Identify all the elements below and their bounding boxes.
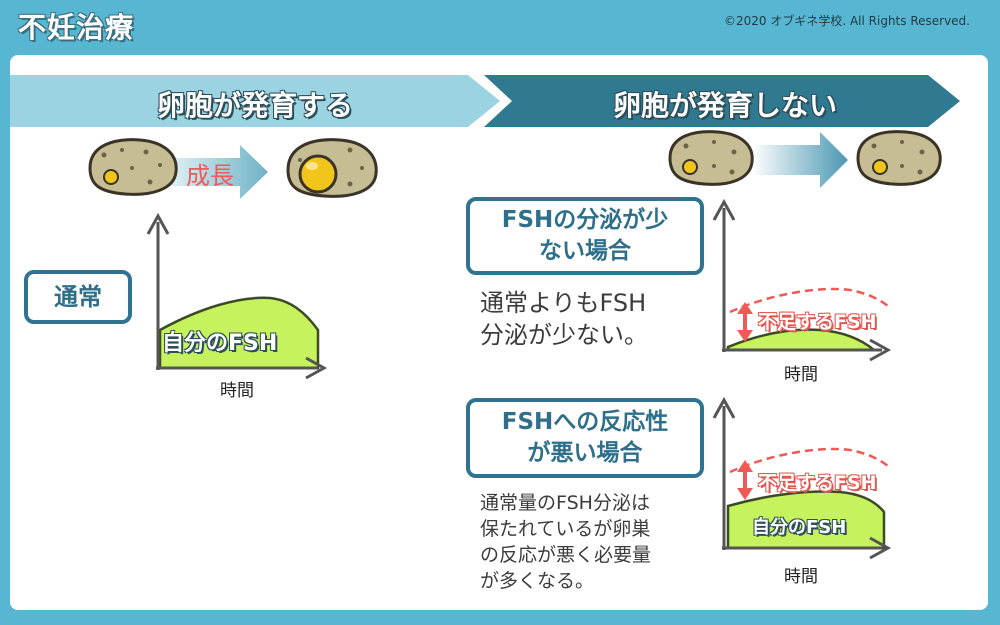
right-banner-text: 卵胞が発育しない xyxy=(612,89,837,122)
case2-desc-line3: の反応が悪く必要量 xyxy=(480,544,652,566)
case2-desc-line1: 通常量のFSH分泌は xyxy=(480,492,650,514)
case2-title-line2: が悪い場合 xyxy=(527,440,643,466)
no-growth-arrow xyxy=(752,132,848,188)
normal-case-label: 通常 xyxy=(54,283,102,311)
deficit-fsh-label: 不足するFSH xyxy=(758,472,877,494)
copyright-text: ©2020 オブギネ学校. All Rights Reserved. xyxy=(723,14,970,28)
egg-grown-follicle-icon xyxy=(286,138,378,198)
case2-desc-line4: が多くなる。 xyxy=(480,570,595,592)
low-response-case-box: FSHへの反応性 が悪い場合 xyxy=(466,398,704,478)
egg-small-follicle-icon xyxy=(88,138,178,196)
normal-fsh-area xyxy=(158,296,320,370)
growth-label: 成長 xyxy=(186,162,234,190)
case1-desc-line2: 分泌が少ない。 xyxy=(480,321,648,349)
case1-title-line2: ない場合 xyxy=(539,238,631,264)
low-response-graph xyxy=(712,396,892,560)
low-secretion-graph xyxy=(712,198,892,362)
normal-fsh-graph xyxy=(146,212,328,380)
low-secretion-case-box: FSHの分泌が少 ない場合 xyxy=(466,197,704,275)
deficit-double-arrow-icon xyxy=(737,460,753,500)
low-fsh-area xyxy=(726,328,878,352)
case1-description: 通常よりもFSH 分泌が少ない。 xyxy=(480,287,648,351)
time-axis-label: 時間 xyxy=(784,365,818,385)
case2-desc-line2: 保たれているが卵巣 xyxy=(480,518,651,540)
left-banner-arrow xyxy=(10,75,500,127)
own-fsh-label: 自分のFSH xyxy=(162,331,278,356)
own-fsh-label: 自分のFSH xyxy=(752,517,847,538)
page-title: 不妊治療 xyxy=(18,11,135,44)
growth-arrow xyxy=(170,145,268,199)
case1-desc-line1: 通常よりもFSH xyxy=(480,289,647,317)
deficit-fsh-label: 不足するFSH xyxy=(758,311,877,333)
case2-description: 通常量のFSH分泌は 保たれているが卵巣 の反応が悪く必要量 が多くなる。 xyxy=(480,490,651,594)
required-fsh-dashed-curve xyxy=(729,447,889,474)
left-banner-text: 卵胞が発育する xyxy=(156,89,353,122)
normal-fsh-area xyxy=(726,490,886,550)
egg-small-follicle-icon xyxy=(668,130,754,186)
required-fsh-dashed-curve xyxy=(729,287,889,314)
deficit-double-arrow-icon xyxy=(737,302,753,342)
time-axis-label: 時間 xyxy=(784,567,818,587)
egg-small-follicle-icon xyxy=(856,130,942,186)
case1-title-line1: FSHの分泌が少 xyxy=(501,207,669,233)
normal-case-box: 通常 xyxy=(24,270,132,324)
case2-title-line1: FSHへの反応性 xyxy=(501,409,669,435)
time-axis-label: 時間 xyxy=(220,381,254,401)
right-banner-arrow xyxy=(484,75,960,127)
